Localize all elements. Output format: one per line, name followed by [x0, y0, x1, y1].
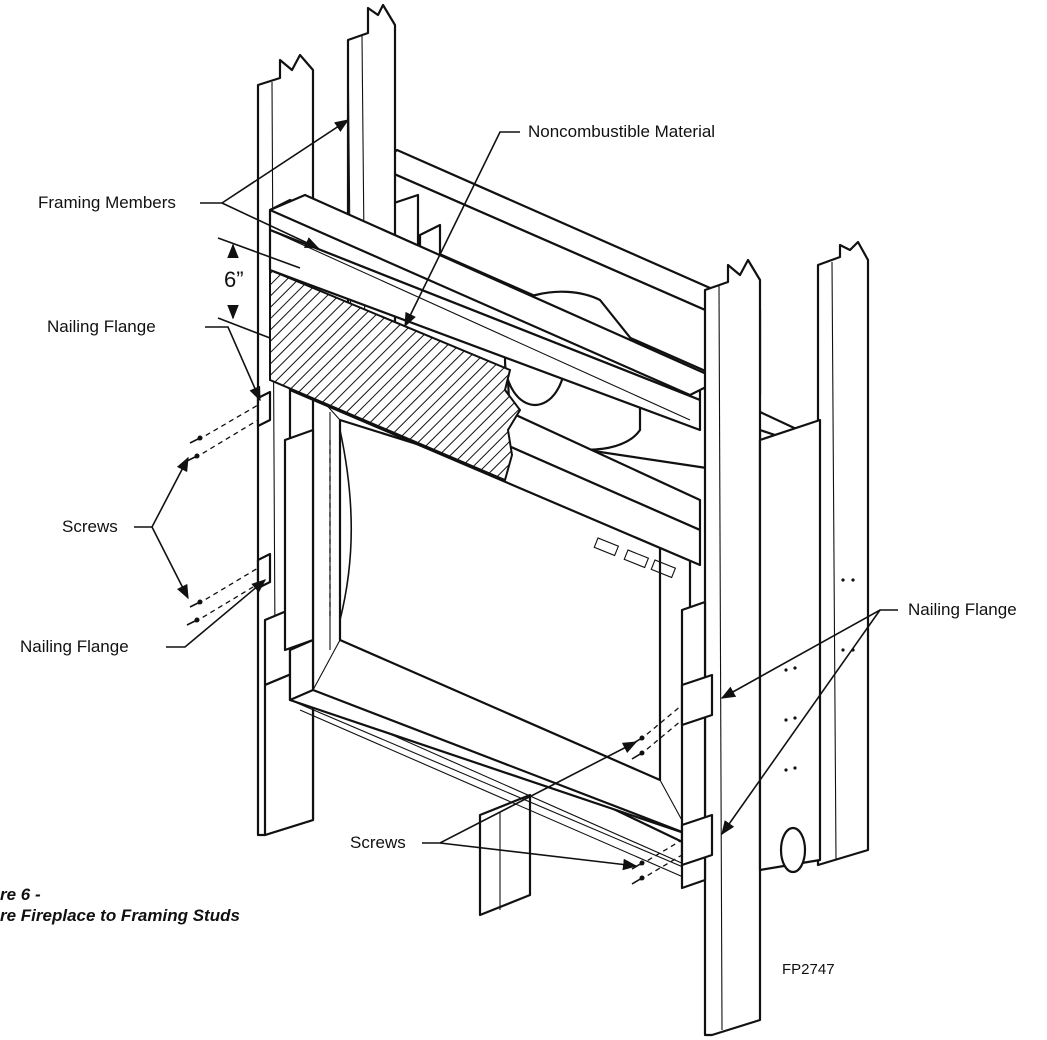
caption-line-1: re 6 -	[0, 885, 41, 904]
drawing-code: FP2747	[782, 961, 835, 978]
label-noncombustible-material: Noncombustible Material	[528, 122, 716, 141]
nailing-flange-left-upper	[256, 390, 272, 428]
leader-nailing-flange-lower-left	[166, 579, 267, 648]
label-framing-members: Framing Members	[38, 193, 176, 212]
dimension-6in	[217, 237, 301, 339]
nailing-flange-left-lower	[256, 552, 272, 590]
leader-nailing-flange-upper-left	[205, 326, 261, 402]
caption-line-2: re Fireplace to Framing Studs	[0, 906, 240, 925]
screws-right-lower	[631, 839, 683, 885]
leader-noncombustible	[404, 131, 520, 328]
screws-left-lower	[186, 567, 259, 626]
nailing-flange-right-upper	[680, 673, 714, 727]
leader-nailing-flange-right	[720, 609, 898, 836]
figure-caption: re 6 - re Fireplace to Framing Studs	[0, 884, 240, 926]
label-screws-bottom: Screws	[350, 833, 406, 852]
leader-framing-members	[200, 119, 350, 249]
support-leg-center	[478, 793, 532, 917]
label-dimension: 6”	[224, 267, 244, 292]
stud-right-back	[816, 240, 870, 867]
leader-screws-left	[134, 456, 189, 600]
label-nailing-flange-upper-left: Nailing Flange	[47, 317, 156, 336]
nailing-flange-right-lower	[680, 813, 714, 867]
label-nailing-flange-lower-left: Nailing Flange	[20, 637, 129, 656]
label-nailing-flange-right: Nailing Flange	[908, 600, 1017, 619]
leader-screws-bottom	[422, 741, 638, 871]
screws-left-upper	[186, 404, 259, 462]
label-screws-left: Screws	[62, 517, 118, 536]
